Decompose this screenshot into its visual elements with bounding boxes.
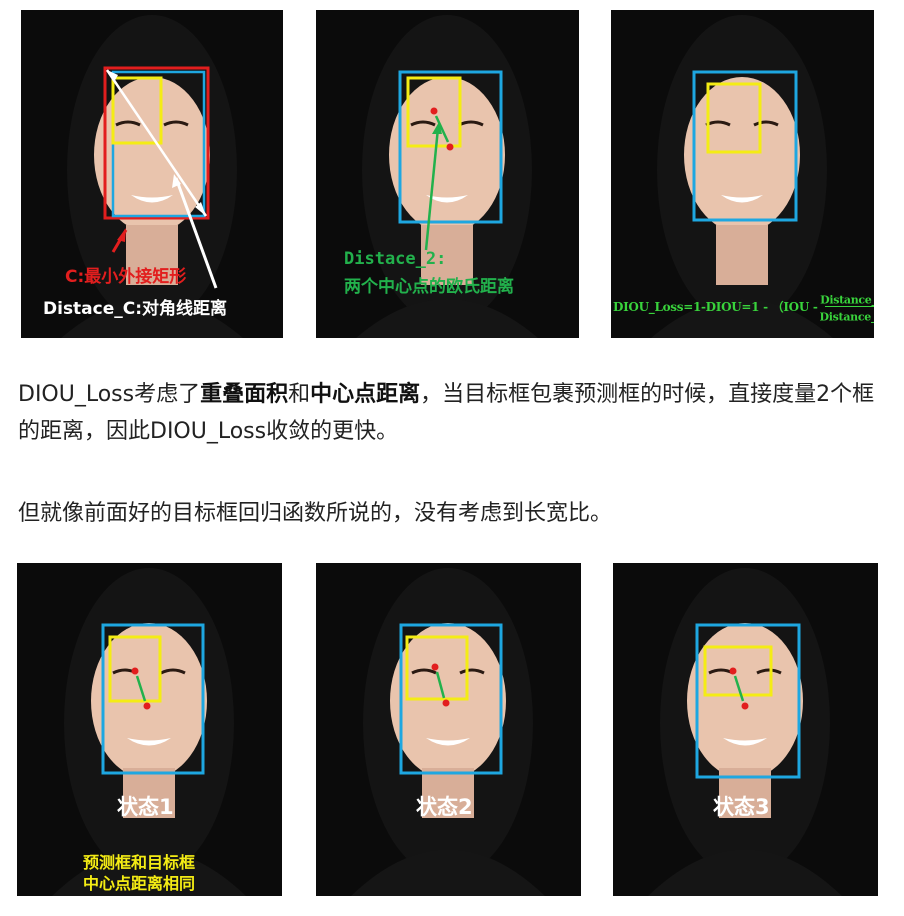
panel-state-3: 状态3 [613, 563, 878, 896]
diagonal-line [105, 69, 208, 217]
face-illustration [351, 568, 545, 896]
center-point-pred [430, 107, 438, 115]
prediction-box [706, 82, 762, 154]
enclosing-box-c [103, 66, 210, 220]
face-illustration [651, 15, 833, 338]
center-point-target [442, 699, 450, 707]
center-point-target [741, 702, 749, 710]
panel-state-2: 状态2 [316, 563, 581, 896]
state-label: 状态2 [416, 795, 473, 819]
center-distance-arrow [435, 671, 446, 699]
face-illustration [356, 15, 538, 338]
face-illustration [61, 15, 243, 338]
panel-diou-formula: DIOU_Loss=1-DIOU=1 - （IOU - Distance_22 … [611, 10, 874, 338]
center-distance-arrow [135, 675, 147, 702]
text-segment: DIOU_Loss考虑了 [18, 382, 201, 407]
paragraph-diou-description: DIOU_Loss考虑了重叠面积和中心点距离，当目标框包裹预测框的时候，直接度量… [18, 376, 886, 450]
state-label: 状态3 [713, 795, 770, 819]
center-point-pred [431, 663, 439, 671]
center-distance-arrow [733, 675, 745, 702]
target-box [101, 623, 205, 775]
formula-numerator: Distance_2 [820, 293, 874, 307]
formula-prefix: DIOU_Loss=1-DIOU=1 - （IOU - [613, 300, 818, 315]
target-box [399, 623, 503, 775]
prediction-box [405, 635, 469, 701]
face-illustration [648, 568, 842, 896]
formula-denominator: Distance_C [819, 311, 874, 324]
note-same-distance-line2: 中心点距离相同 [83, 874, 196, 893]
center-point-target [446, 143, 454, 151]
text-bold-center-distance: 中心点距离 [310, 382, 421, 407]
panel-state-1: 状态1 预测框和目标框 中心点距离相同 [17, 563, 282, 896]
text-bold-overlap-area: 重叠面积 [200, 382, 289, 407]
prediction-box [406, 76, 462, 148]
formula-fraction: Distance_22 Distance_C2 [820, 290, 874, 324]
prediction-box [703, 645, 773, 697]
prediction-box [111, 76, 163, 145]
fraction-bar [824, 306, 874, 308]
center-point-pred [729, 667, 737, 675]
target-box [398, 70, 503, 224]
text-segment: 和 [288, 382, 311, 407]
target-box [692, 70, 798, 222]
label-enclosing-rect: C:最小外接矩形 [65, 267, 187, 287]
state-label: 状态1 [117, 795, 174, 819]
label-euclidean-distance: 两个中心点的欧氏距离 [344, 277, 514, 297]
panel-center-distance: Distace_2: 两个中心点的欧氏距离 [316, 10, 579, 338]
label-distance-2: Distace_2: [344, 249, 447, 269]
prediction-box [108, 635, 162, 703]
center-point-pred [131, 667, 139, 675]
paragraph-aspect-ratio-note: 但就像前面好的目标框回归函数所说的，没有考虑到长宽比。 [18, 501, 613, 526]
target-box [695, 623, 801, 779]
panel-enclosing-box: C:最小外接矩形 Distace_C:对角线距离 [21, 10, 283, 338]
center-distance-arrow [434, 115, 450, 143]
note-same-distance-line1: 预测框和目标框 [83, 853, 196, 872]
text-segment: ，当目标框包裹预测框的时候，直接度量2个框的距离，因此DIOU_Loss收敛的更… [18, 382, 875, 444]
center-point-target [143, 702, 151, 710]
face-illustration [52, 568, 246, 896]
diou-loss-formula: DIOU_Loss=1-DIOU=1 - （IOU - Distance_22 … [613, 290, 874, 324]
label-diagonal-distance: Distace_C:对角线距离 [43, 299, 228, 319]
